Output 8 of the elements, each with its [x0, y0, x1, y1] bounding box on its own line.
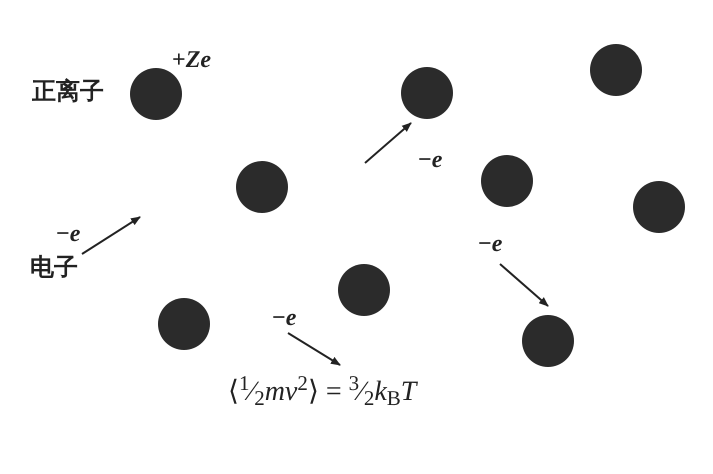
charge-label: −e: [56, 222, 80, 246]
charge-label: −e: [478, 232, 502, 256]
electron-label: 电子: [30, 256, 78, 280]
formula: ⟨$^{1}$⁄$_{2}$mv$^{2}$⟩ = $^{3}$⁄$_{2}$k$_{B}$T: [228, 378, 416, 406]
charge-label: −e: [272, 306, 296, 330]
charge-label: −e: [418, 148, 442, 172]
charge-label: +Ze: [172, 48, 211, 72]
ion-label: 正离子: [32, 80, 104, 104]
